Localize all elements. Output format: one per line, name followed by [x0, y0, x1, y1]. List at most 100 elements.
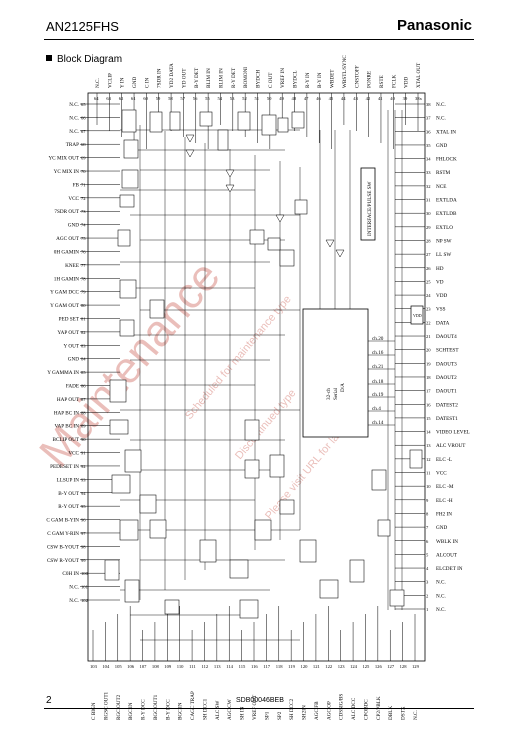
top-pin-number: 54 — [217, 96, 222, 101]
buffer-triangle-icon — [185, 149, 195, 158]
right-pin-number: 32 — [426, 184, 431, 189]
bottom-pin-number: 128 — [400, 664, 408, 669]
left-pin-number: 99 — [81, 558, 86, 563]
top-pin-label: R-Y DET — [231, 67, 237, 88]
circuit-block — [109, 419, 129, 435]
left-pin-number: 73 — [81, 209, 86, 214]
bottom-pin-label: VREF OUT — [252, 694, 258, 720]
dac-channel-label: ch.18 — [372, 379, 384, 385]
function-blocks — [104, 109, 423, 619]
dac-line-1: 32-ch — [326, 388, 332, 400]
left-pin-label: B-Y OUT — [58, 491, 80, 497]
left-pin-label: Y OUT — [63, 343, 79, 349]
circuit-block — [139, 494, 157, 514]
right-pin-number: 10 — [426, 484, 431, 489]
top-pin-number: 40 — [390, 96, 395, 101]
page-number: 2 — [46, 695, 52, 706]
right-pin-label: VIDEO LEVEL — [436, 430, 470, 436]
right-pin-label: NP SW — [436, 238, 452, 244]
right-pin-label: N.C. — [436, 580, 446, 586]
left-pin-label: TRAP — [66, 142, 79, 148]
circuit-block — [149, 299, 165, 319]
right-pin-label: ELC -M — [436, 484, 454, 490]
bottom-pin-label: SP2 — [277, 711, 283, 720]
left-pin-label: VCC — [68, 451, 79, 457]
bottom-pin-label: AGC CW — [227, 699, 233, 720]
left-pin-label: LLSUP IN — [57, 477, 80, 483]
circuit-block — [267, 237, 281, 251]
right-pin-number: 23 — [426, 307, 431, 312]
right-pin-number: 29 — [426, 225, 431, 230]
right-pin-number: 35 — [426, 143, 431, 148]
dac-line-2: Serial — [333, 387, 339, 400]
left-pin-label: C0H IN — [62, 571, 79, 577]
left-pin-label: N.C. — [69, 598, 79, 604]
bottom-pin-label: AGC OP — [326, 701, 332, 720]
circuit-block — [249, 229, 265, 245]
right-pin-label: EXTLDA — [436, 198, 457, 204]
right-pin-number: 26 — [426, 266, 431, 271]
left-pin-label: C GAM Y-RIN — [47, 531, 79, 537]
buffer-triangle-icon — [325, 239, 335, 248]
left-pin-number: 72 — [81, 196, 86, 201]
right-pin-number: 36 — [426, 129, 431, 134]
bottom-pin-number: 113 — [214, 664, 221, 669]
buffer-triangle-icon — [225, 169, 235, 178]
bottom-pin-label: SH2IN — [302, 705, 308, 720]
vreg-block: VDD — [410, 305, 424, 325]
top-pin-label: R-Y IN — [305, 72, 311, 88]
circuit-block — [237, 111, 251, 131]
top-pin-number: 44 — [341, 96, 346, 101]
circuit-block — [119, 279, 137, 299]
left-pin-number: 74 — [81, 223, 86, 228]
left-pin-number: 100 — [81, 571, 89, 576]
top-pin-label: YD2 DATA — [169, 63, 175, 88]
circuit-block — [277, 117, 289, 133]
circuit-block — [291, 111, 305, 129]
left-pin-number: 78 — [81, 276, 86, 281]
circuit-block — [244, 459, 260, 479]
right-pin-number: 38 — [426, 102, 431, 107]
circuit-block — [164, 599, 180, 615]
left-pin-number: 75 — [81, 236, 86, 241]
left-pin-number: 96 — [81, 518, 86, 523]
circuit-block — [319, 579, 339, 599]
left-pin-number: 87 — [81, 397, 86, 402]
circuit-block — [279, 499, 295, 515]
circuit-block — [169, 111, 181, 131]
top-pin-label: GND — [132, 77, 138, 88]
right-pin-number: 8 — [426, 511, 429, 516]
left-pin-label: FB — [73, 182, 80, 188]
left-pin-label: YAP OUT — [57, 330, 79, 336]
circuit-block — [239, 599, 259, 619]
right-pin-number: 16 — [426, 402, 431, 407]
bottom-pin-number: 104 — [102, 664, 110, 669]
circuit-block — [377, 519, 391, 537]
right-pin-number: 25 — [426, 279, 431, 284]
top-pin-label: RSTE — [379, 75, 385, 88]
top-pin-label: XTAL OUT — [416, 62, 422, 88]
bottom-pin-number: 114 — [226, 664, 233, 669]
right-pin-number: 12 — [426, 457, 431, 462]
top-pin-number: 60 — [143, 96, 148, 101]
interface-block: INTERFACE/PULSE SW — [360, 167, 376, 241]
top-pin-number: 61 — [131, 96, 136, 101]
bottom-pin-number: 119 — [288, 664, 295, 669]
bottom-pin-label: RGC OUT2 — [116, 694, 122, 720]
top-pin-label: BOMONI — [243, 67, 249, 88]
left-pin-label: FADE — [66, 384, 79, 390]
circuit-block — [409, 449, 423, 469]
left-pin-number: 102 — [81, 598, 89, 603]
left-pin-number: 83 — [81, 343, 86, 348]
right-pin-label: ELC -L — [436, 457, 452, 463]
right-pin-label: VSS — [436, 307, 446, 313]
left-pin-label: VCC — [68, 196, 79, 202]
right-pin-label: ALC VROUT — [436, 443, 466, 449]
circuit-block — [124, 579, 140, 603]
right-pin-label: NCE — [436, 184, 446, 190]
left-pin-label: YC MIX IN — [54, 169, 80, 175]
right-pin-label: LL SW — [436, 252, 451, 258]
bottom-pin-label: BGC IN — [178, 702, 184, 720]
